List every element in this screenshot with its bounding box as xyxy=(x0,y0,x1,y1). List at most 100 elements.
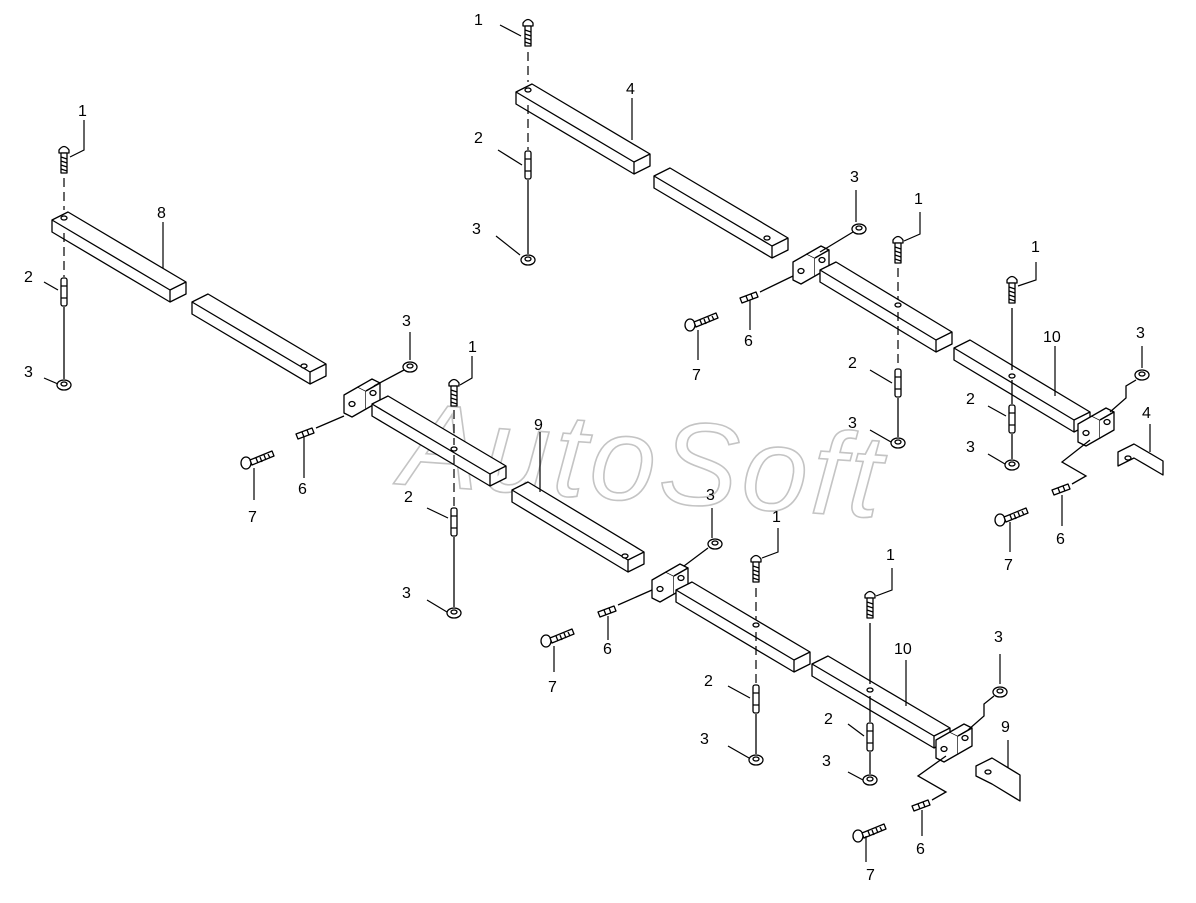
callout-1: 1 xyxy=(1031,239,1040,256)
leader-lines xyxy=(43,24,1151,862)
hex-nut-icon xyxy=(402,361,418,373)
hex-nut-icon xyxy=(707,538,723,550)
callout-3: 3 xyxy=(822,753,831,770)
callout-7: 7 xyxy=(1004,557,1013,574)
square-tube-9-right xyxy=(975,757,1021,802)
callout-1: 1 xyxy=(772,509,781,526)
callout-2: 2 xyxy=(404,489,413,506)
spacer-sleeve-icon xyxy=(1008,404,1016,434)
spacer-sleeve-icon xyxy=(60,277,68,307)
hex-nut-icon xyxy=(992,686,1008,698)
callout-9: 9 xyxy=(534,417,543,434)
carriage-bolt-icon xyxy=(58,145,70,174)
pin-sleeve-icon xyxy=(1051,483,1071,496)
square-tube-10 xyxy=(953,339,1091,433)
callout-2: 2 xyxy=(966,391,975,408)
carriage-bolt-icon xyxy=(750,554,762,583)
callout-3: 3 xyxy=(966,439,975,456)
tube-10-upper-assembly xyxy=(953,275,1164,527)
callout-3: 3 xyxy=(402,313,411,330)
hex-nut-icon xyxy=(1004,459,1020,471)
callout-3: 3 xyxy=(994,629,1003,646)
callout-8: 8 xyxy=(157,205,166,222)
square-tube-4 xyxy=(515,83,651,175)
square-tube-4-right xyxy=(1117,443,1164,476)
pin-sleeve-icon xyxy=(739,291,759,304)
carriage-bolt-icon xyxy=(448,378,460,407)
carriage-bolt-icon xyxy=(864,590,876,619)
callout-labels: 1 4 2 3 1 8 2 3 3 1 9 2 3 6 7 3 1 2 3 6 … xyxy=(24,12,1151,884)
threaded-bolt-icon xyxy=(540,628,575,648)
callout-3: 3 xyxy=(848,415,857,432)
callout-4: 4 xyxy=(1142,405,1151,422)
pin-sleeve-icon xyxy=(597,605,617,618)
clevis-tube xyxy=(675,581,811,673)
callout-2: 2 xyxy=(704,673,713,690)
spacer-sleeve-icon xyxy=(524,150,532,180)
callout-2: 2 xyxy=(848,355,857,372)
spacer-sleeve-icon xyxy=(450,507,458,537)
square-tube-8-extension xyxy=(191,293,327,385)
spacer-sleeve-icon xyxy=(752,684,760,714)
spacer-sleeve-icon xyxy=(894,368,902,398)
callout-7: 7 xyxy=(692,367,701,384)
callout-6: 6 xyxy=(298,481,307,498)
callout-1: 1 xyxy=(914,191,923,208)
callout-7: 7 xyxy=(548,679,557,696)
callout-6: 6 xyxy=(744,333,753,350)
spacer-sleeve-icon xyxy=(866,722,874,752)
pin-sleeve-icon xyxy=(911,799,931,812)
hex-nut-icon xyxy=(520,254,536,266)
square-tube-8 xyxy=(51,211,187,303)
callout-3: 3 xyxy=(700,731,709,748)
carriage-bolt-icon xyxy=(892,235,904,264)
threaded-bolt-icon xyxy=(240,450,275,470)
callout-1: 1 xyxy=(468,339,477,356)
hex-nut-icon xyxy=(56,379,72,391)
callout-2: 2 xyxy=(474,130,483,147)
clevis-tube xyxy=(371,395,507,487)
square-tube-10 xyxy=(811,655,951,749)
hex-nut-icon xyxy=(748,754,764,766)
callout-3: 3 xyxy=(24,364,33,381)
callout-6: 6 xyxy=(916,841,925,858)
tube-10-lower-assembly xyxy=(811,590,1021,843)
callout-9: 9 xyxy=(1001,719,1010,736)
square-tube-9 xyxy=(511,481,645,573)
callout-3: 3 xyxy=(1136,325,1145,342)
tube-8-assembly xyxy=(51,145,327,391)
center-clevis-assembly xyxy=(240,361,645,619)
upper-right-clevis-assembly xyxy=(684,223,953,449)
carriage-bolt-icon xyxy=(522,18,534,47)
square-tube-4-extension xyxy=(653,167,789,259)
hex-nut-icon xyxy=(446,607,462,619)
hex-nut-icon xyxy=(890,437,906,449)
callout-1: 1 xyxy=(474,12,483,29)
hex-nut-icon xyxy=(1134,369,1150,381)
carriage-bolt-icon xyxy=(1006,275,1018,304)
threaded-bolt-icon xyxy=(684,312,719,332)
hex-nut-icon xyxy=(851,223,867,235)
pin-sleeve-icon xyxy=(295,427,315,440)
callout-2: 2 xyxy=(824,711,833,728)
callout-3: 3 xyxy=(402,585,411,602)
clevis-tube xyxy=(819,261,953,353)
callout-3: 3 xyxy=(850,169,859,186)
callout-1: 1 xyxy=(78,103,87,120)
hex-nut-icon xyxy=(862,774,878,786)
lower-clevis-assembly xyxy=(540,538,811,766)
callout-10: 10 xyxy=(894,641,912,658)
callout-10: 10 xyxy=(1043,329,1061,346)
threaded-bolt-icon xyxy=(852,823,887,843)
callout-7: 7 xyxy=(866,867,875,884)
threaded-bolt-icon xyxy=(994,507,1029,527)
callout-6: 6 xyxy=(603,641,612,658)
callout-6: 6 xyxy=(1056,531,1065,548)
callout-3: 3 xyxy=(472,221,481,238)
callout-7: 7 xyxy=(248,509,257,526)
callout-1: 1 xyxy=(886,547,895,564)
callout-2: 2 xyxy=(24,269,33,286)
callout-4: 4 xyxy=(626,81,635,98)
tube-4-assembly xyxy=(515,18,789,266)
